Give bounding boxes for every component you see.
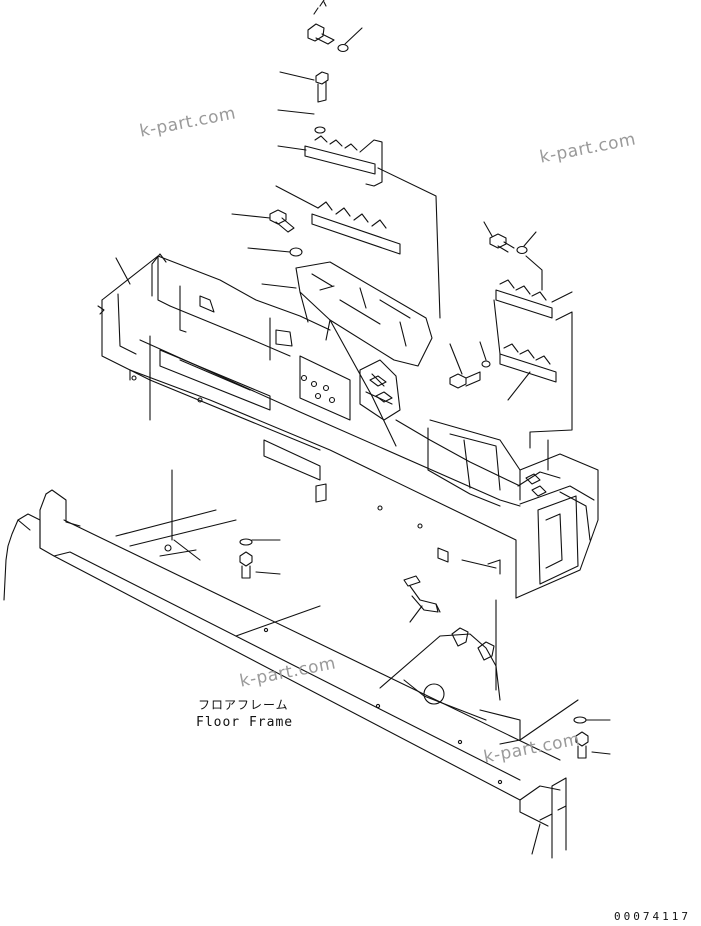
right-clamp-2 xyxy=(493,299,557,401)
top-bolt xyxy=(307,0,335,45)
right-washer xyxy=(516,231,543,291)
cover-plate xyxy=(261,261,433,397)
frame-connectors xyxy=(369,375,547,497)
pipe-fitting xyxy=(403,575,441,623)
floor-bolt-right xyxy=(519,699,611,759)
right-bolt xyxy=(483,221,515,253)
floor-frame-label-jp: フロアフレーム xyxy=(198,698,289,712)
clamp-bracket-1 xyxy=(277,135,441,319)
top-washer xyxy=(337,27,363,53)
bolt-3 xyxy=(231,209,295,233)
floor-bracket-post xyxy=(531,777,567,859)
bolt-2 xyxy=(279,71,329,103)
floor-frame-label-en: Floor Frame xyxy=(196,715,294,730)
washer-3 xyxy=(247,247,303,257)
side-bolt xyxy=(449,341,491,389)
floor-bolt-left xyxy=(239,538,281,579)
right-clamp-1 xyxy=(495,279,573,449)
part-number: 00074117 xyxy=(614,910,691,923)
washer-2 xyxy=(277,109,326,134)
console-frame xyxy=(97,253,599,599)
leader-lines xyxy=(171,395,549,691)
floor-frame xyxy=(3,489,561,827)
clamp-bracket-2 xyxy=(275,185,401,255)
